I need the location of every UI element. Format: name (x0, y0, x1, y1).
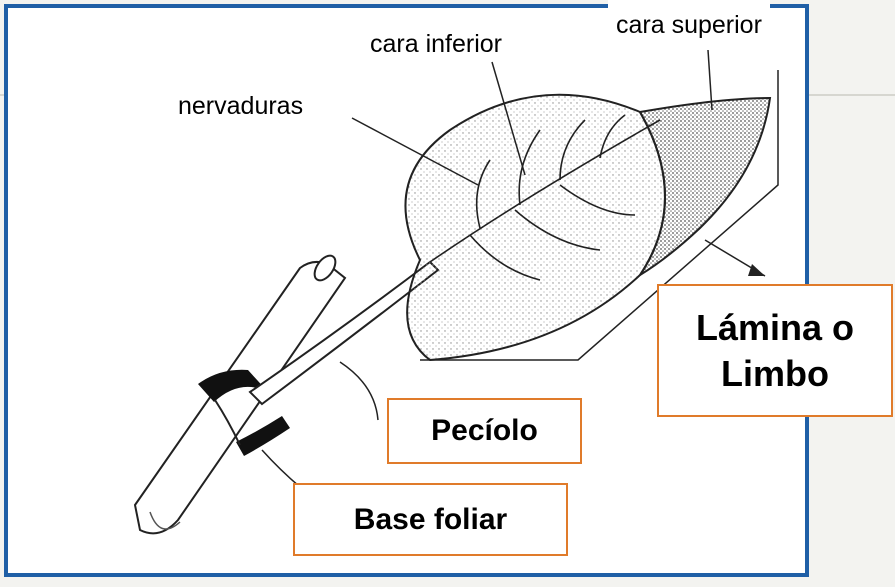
label-cara-superior: cara superior (608, 0, 770, 50)
label-nervaduras: nervaduras (178, 92, 303, 121)
label-base-foliar: Base foliar (293, 483, 568, 556)
label-peciolo: Pecíolo (387, 398, 582, 464)
arrowhead-icon (748, 264, 765, 276)
label-cara-inferior: cara inferior (370, 30, 502, 59)
label-lamina: Lámina o Limbo (657, 284, 893, 417)
leaf-blade (405, 95, 665, 360)
